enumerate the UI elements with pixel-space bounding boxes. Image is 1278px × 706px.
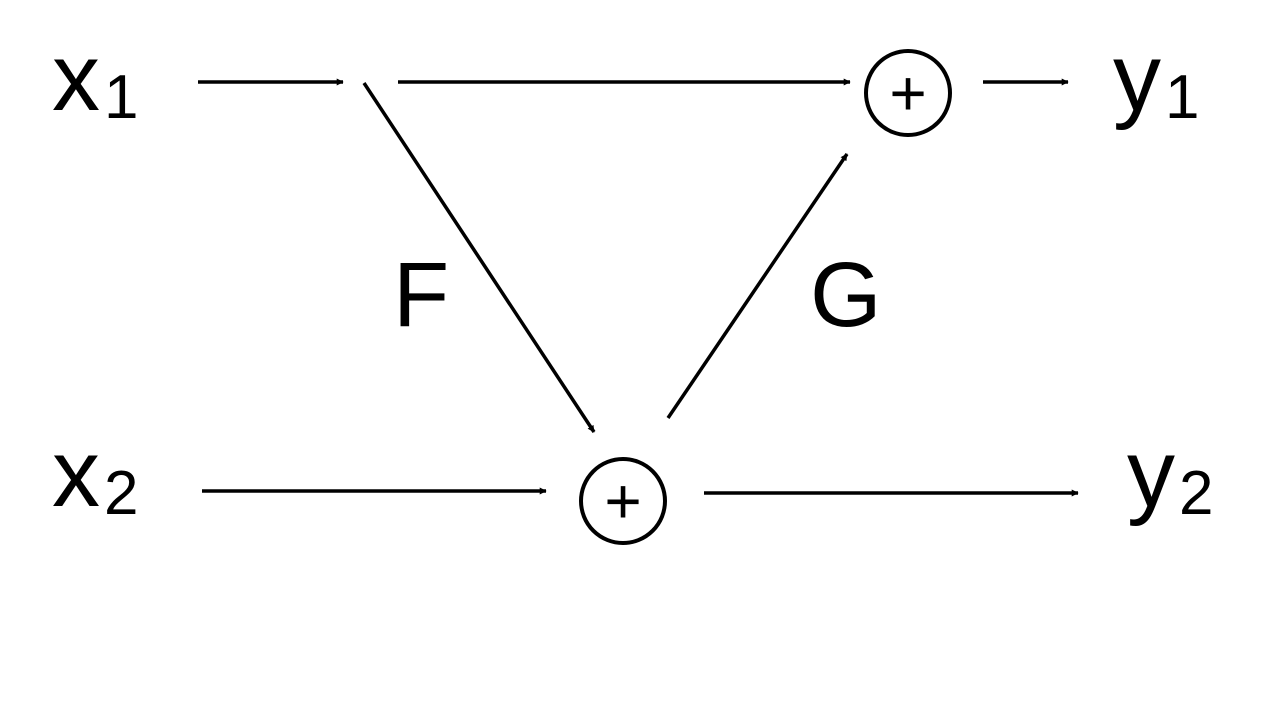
edge-G-bottom-sum-to-top-sum [666,153,849,419]
function-F-label: F [393,244,449,346]
bottom-sum-plus-symbol: + [604,465,641,537]
function-G-label: G [810,244,882,346]
output-y1-subscript: 1 [1165,63,1199,132]
input-x2-name: x [52,420,100,527]
input-x2-label: x2 [52,420,138,528]
top-sum-node: + [864,49,952,137]
bottom-sum-circle [579,457,667,545]
input-x1-label: x1 [52,24,138,132]
top-sum-plus-symbol: + [889,57,926,129]
output-y1-name: y [1113,24,1161,131]
input-x2-subscript: 2 [104,459,138,528]
input-x1-name: x [52,24,100,131]
edge-F-x1-to-bottom-sum [362,82,596,433]
bottom-sum-node: + [579,457,667,545]
output-y2-label: y2 [1127,420,1213,528]
output-y2-name: y [1127,420,1175,527]
output-y1-label: y1 [1113,24,1199,132]
input-x1-subscript: 1 [104,63,138,132]
top-sum-circle [864,49,952,137]
output-y2-subscript: 2 [1179,459,1213,528]
